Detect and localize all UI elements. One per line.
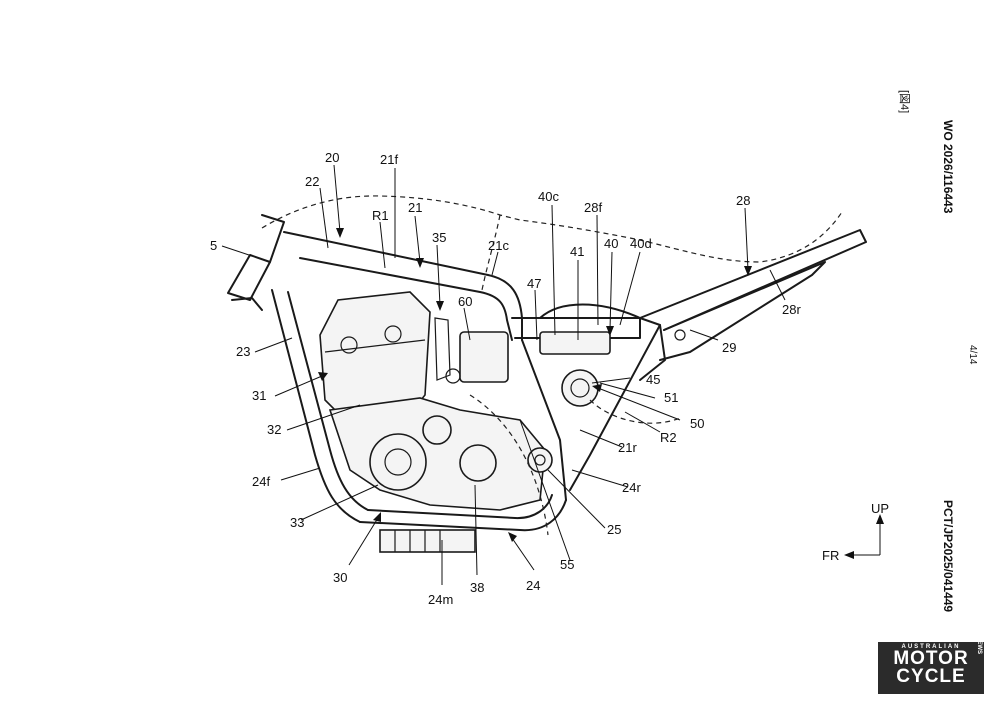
ref-label-21f: 21f bbox=[380, 152, 398, 167]
clutch-cover bbox=[422, 415, 452, 445]
sub-frame-29 bbox=[639, 324, 666, 381]
ref-label-24f: 24f bbox=[252, 474, 270, 489]
figure-label: [図4] bbox=[898, 90, 910, 114]
intake-35 bbox=[434, 317, 451, 381]
ref-label-21c: 21c bbox=[488, 238, 509, 253]
cam-cover-right bbox=[384, 325, 402, 343]
sheet-number: 4/14 bbox=[967, 345, 978, 365]
ref-label-38: 38 bbox=[470, 580, 484, 595]
ref-label-20: 20 bbox=[325, 150, 339, 165]
application-number: PCT/JP2025/041449 bbox=[941, 500, 955, 613]
engine-cylinder bbox=[319, 291, 431, 421]
ref-label-55: 55 bbox=[560, 557, 574, 572]
seat-rail-28 bbox=[639, 229, 867, 331]
ref-label-30: 30 bbox=[333, 570, 347, 585]
shock-mount-45 bbox=[561, 369, 599, 407]
publisher-logo: AUSTRALIAN MOTOR CYCLE NEWS bbox=[878, 636, 984, 694]
engine-head-line bbox=[324, 339, 426, 353]
ref-label-47: 47 bbox=[527, 276, 541, 291]
oil-pan-fins bbox=[394, 530, 441, 552]
publication-number: WO 2026/116443 bbox=[941, 120, 955, 214]
oil-pan bbox=[379, 529, 476, 553]
seat-outline bbox=[481, 214, 501, 291]
ref-label-40: 40 bbox=[604, 236, 618, 251]
cradle-24m bbox=[359, 499, 567, 532]
up-arrow-icon bbox=[876, 514, 884, 524]
up-label: UP bbox=[871, 501, 889, 516]
cradle-24m-inner bbox=[367, 494, 553, 520]
pivot-25 bbox=[527, 447, 553, 473]
head-pipe-top bbox=[261, 214, 285, 263]
ref-label-41: 41 bbox=[570, 244, 584, 259]
ref-label-32: 32 bbox=[267, 422, 281, 437]
ref-label-28: 28 bbox=[736, 193, 750, 208]
ref-label-5: 5 bbox=[210, 238, 217, 253]
logo-side-text: NEWS bbox=[976, 636, 982, 654]
engine-crankcase bbox=[328, 397, 546, 511]
ref-label-24r: 24r bbox=[622, 480, 641, 495]
ref-label-23: 23 bbox=[236, 344, 250, 359]
ref-label-R1: R1 bbox=[372, 208, 389, 223]
rear-tube-24r bbox=[521, 339, 567, 501]
countershaft-38 bbox=[459, 444, 497, 482]
rear-internal-outline bbox=[589, 399, 681, 424]
head-pipe bbox=[227, 254, 271, 301]
main-pipe-21-inner bbox=[299, 257, 513, 341]
logo-line1: MOTOR bbox=[893, 648, 969, 669]
leader-lines bbox=[221, 164, 786, 585]
ref-label-22: 22 bbox=[305, 174, 319, 189]
front-arrow-icon bbox=[844, 551, 854, 559]
direction-indicator: UP FR bbox=[822, 501, 889, 563]
ref-label-35: 35 bbox=[432, 230, 446, 245]
ref-label-29: 29 bbox=[722, 340, 736, 355]
throttle-body-60 bbox=[459, 331, 509, 383]
ref-label-28f: 28f bbox=[584, 200, 602, 215]
ref-label-50: 50 bbox=[690, 416, 704, 431]
ref-label-33: 33 bbox=[290, 515, 304, 530]
ref-label-28r: 28r bbox=[782, 302, 801, 317]
logo-line2: CYCLE bbox=[896, 666, 966, 687]
ref-label-51: 51 bbox=[664, 390, 678, 405]
ref-label-24: 24 bbox=[526, 578, 540, 593]
airbox-41 bbox=[539, 331, 611, 355]
ref-label-24m: 24m bbox=[428, 592, 453, 607]
down-tube-24f-inner bbox=[287, 291, 369, 511]
front-label: FR bbox=[822, 548, 839, 563]
ref-label-25: 25 bbox=[607, 522, 621, 537]
ref-label-21r: 21r bbox=[618, 440, 637, 455]
engine-internal-outline bbox=[469, 394, 549, 536]
ref-label-40c: 40c bbox=[538, 189, 559, 204]
ref-label-60: 60 bbox=[458, 294, 472, 309]
ref-label-R2: R2 bbox=[660, 430, 677, 445]
logo-top-text: AUSTRALIAN bbox=[901, 644, 961, 650]
ref-label-45: 45 bbox=[646, 372, 660, 387]
head-pipe-lower bbox=[231, 297, 263, 311]
crank-cover-33-inner bbox=[384, 448, 412, 476]
cam-cover-left bbox=[340, 336, 358, 354]
crank-cover-33 bbox=[369, 433, 427, 491]
fuel-tank-outline bbox=[261, 195, 843, 263]
main-pipe-21 bbox=[283, 231, 523, 341]
sub-frame-boss bbox=[674, 329, 686, 341]
sensor-boss bbox=[445, 368, 461, 384]
pivot-25-inner bbox=[534, 454, 546, 466]
ref-label-40d: 40d bbox=[630, 236, 652, 251]
down-tube-24f bbox=[271, 289, 361, 523]
ref-label-31: 31 bbox=[252, 388, 266, 403]
shock-mount-45-inner bbox=[570, 378, 590, 398]
ref-label-21: 21 bbox=[408, 200, 422, 215]
seat-rail-28r bbox=[659, 261, 826, 361]
